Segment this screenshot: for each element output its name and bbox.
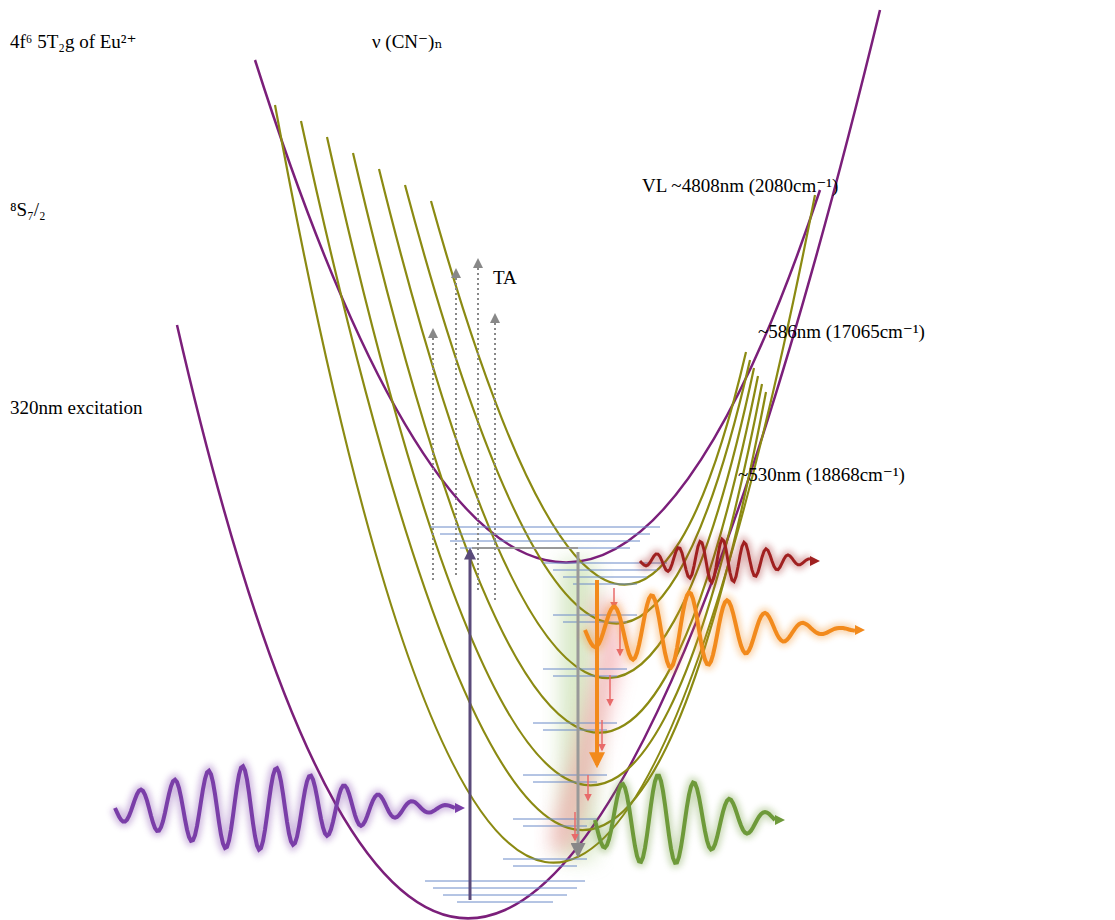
vibrational-level [430,527,660,528]
wave-glow [640,539,810,582]
wave-arrowhead [775,815,785,825]
emission-arrow [472,547,578,549]
vibrational-level [440,534,650,535]
wave-glow [115,766,455,849]
label: ~530nm (18868cm⁻¹) [738,465,905,486]
wave-arrowhead [855,625,865,635]
wave-arrowhead [810,556,820,566]
label: 320nm excitation [10,398,142,419]
transition-arrows [433,260,620,900]
cn-vibrational-curve [275,105,815,863]
vibrational-level [543,669,627,670]
vibrational-level [503,859,587,860]
vibrational-level [513,819,597,820]
glow [560,560,612,860]
cn-vibrational-curve [327,137,762,785]
excitation-arrow [469,550,472,900]
vibrational-level [425,881,585,882]
vibrational-level [513,866,577,867]
vibrational-level [433,888,577,889]
light-wave [595,776,775,863]
cn-vibrational-curve [431,201,746,585]
wave-glow [585,593,855,668]
vibrational-level [533,723,617,724]
vibrational-level [457,902,553,903]
light-wave [115,766,455,849]
wave-glow [595,776,775,863]
vibrational-level [460,548,630,549]
vibrational-level [563,577,647,578]
vibrational-level [573,584,637,585]
label: ⁸S₇/₂ [10,200,46,221]
excited-state-curve [255,60,820,562]
light-wave [585,593,855,668]
label: TA [493,268,517,289]
cn-vibrational-curve [301,121,766,830]
label: ν (CN⁻)ₙ [372,32,443,53]
light-wave [640,539,810,582]
emission-arrow [595,580,599,765]
transient-absorption [433,260,495,600]
emission-arrow [577,552,580,855]
vibrational-level [523,775,607,776]
label: VL ~4808nm (2080cm⁻¹) [642,176,838,197]
vibrational-level [553,676,617,677]
vibrational-level [443,895,567,896]
label: 4f⁶ 5T₂g of Eu²⁺ [10,32,137,53]
wave-arrowhead [455,803,465,813]
vibrational-level [450,541,640,542]
label: ~586nm (17065cm⁻¹) [758,322,925,343]
vibrational-level [553,570,657,571]
light-waves [115,539,865,863]
